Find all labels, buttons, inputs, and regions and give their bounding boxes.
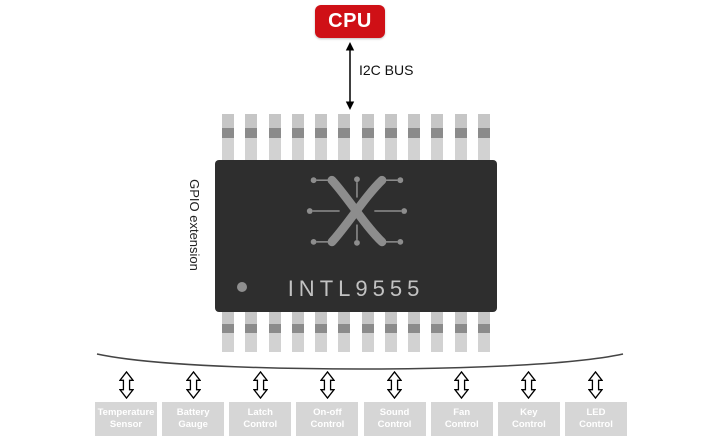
chip-pin xyxy=(291,114,304,160)
chip-pin xyxy=(222,114,234,160)
chip-pin xyxy=(431,114,444,160)
chip-pin xyxy=(361,114,374,160)
peripheral-column: Sound Control xyxy=(363,371,426,436)
peripheral-column: Fan Control xyxy=(430,371,493,436)
chip-pin xyxy=(361,312,374,352)
i2c-bus-arrow-icon xyxy=(345,42,355,110)
double-arrow-icon xyxy=(118,371,134,399)
chip-pin xyxy=(477,312,490,352)
peripheral-column: Battery Gauge xyxy=(162,371,225,436)
chip-pin xyxy=(431,312,444,352)
chip-pin xyxy=(454,312,467,352)
cpu-box: CPU xyxy=(315,5,385,38)
chip-pin xyxy=(338,312,351,352)
chip-pin xyxy=(245,312,258,352)
double-arrow-icon xyxy=(387,371,403,399)
peripheral-box: Latch Control xyxy=(229,402,292,436)
chip-pin xyxy=(291,312,304,352)
chip-pin xyxy=(477,114,490,160)
chip-pin xyxy=(384,114,397,160)
peripheral-column: Temperature Sensor xyxy=(95,371,157,436)
pin1-dot xyxy=(237,282,247,292)
double-arrow-icon xyxy=(588,371,604,399)
double-arrow-icon xyxy=(454,371,470,399)
peripheral-box: Fan Control xyxy=(430,402,493,436)
peripheral-column: Key Control xyxy=(497,371,560,436)
double-arrow-icon xyxy=(319,371,335,399)
chip-pin xyxy=(268,312,281,352)
chip-pin xyxy=(315,312,328,352)
chip-pin xyxy=(338,114,351,160)
double-arrow-icon xyxy=(521,371,537,399)
peripheral-column: On-off Control xyxy=(296,371,359,436)
peripheral-column: Latch Control xyxy=(229,371,292,436)
chip-pins-top xyxy=(215,114,497,160)
chip: INTL9555 xyxy=(215,114,497,352)
fanout-brace xyxy=(96,353,624,370)
gpio-extension-label: GPIO extension xyxy=(187,179,202,271)
chip-pin xyxy=(268,114,281,160)
cpu-label: CPU xyxy=(328,10,372,32)
chip-pin xyxy=(384,312,397,352)
chip-pin xyxy=(454,114,467,160)
chip-body: INTL9555 xyxy=(215,160,497,312)
chip-pin xyxy=(315,114,328,160)
peripheral-box: Sound Control xyxy=(363,402,426,436)
peripheral-box: Key Control xyxy=(497,402,560,436)
peripheral-column: LED Control xyxy=(564,371,627,436)
peripheral-box: Battery Gauge xyxy=(162,402,225,436)
chip-logo-icon xyxy=(306,175,408,247)
chip-name: INTL9555 xyxy=(287,276,425,301)
peripheral-box: LED Control xyxy=(564,402,627,436)
chip-pin xyxy=(408,114,421,160)
double-arrow-icon xyxy=(252,371,268,399)
peripheral-box: Temperature Sensor xyxy=(95,402,157,436)
double-arrow-icon xyxy=(185,371,201,399)
chip-pins-bottom xyxy=(215,312,497,352)
peripheral-row: Temperature Sensor Battery Gauge Latch C… xyxy=(95,371,627,436)
i2c-bus-label: I2C BUS xyxy=(359,62,414,78)
chip-pin xyxy=(408,312,421,352)
chip-pin xyxy=(222,312,234,352)
chip-pin xyxy=(245,114,258,160)
peripheral-box: On-off Control xyxy=(296,402,359,436)
